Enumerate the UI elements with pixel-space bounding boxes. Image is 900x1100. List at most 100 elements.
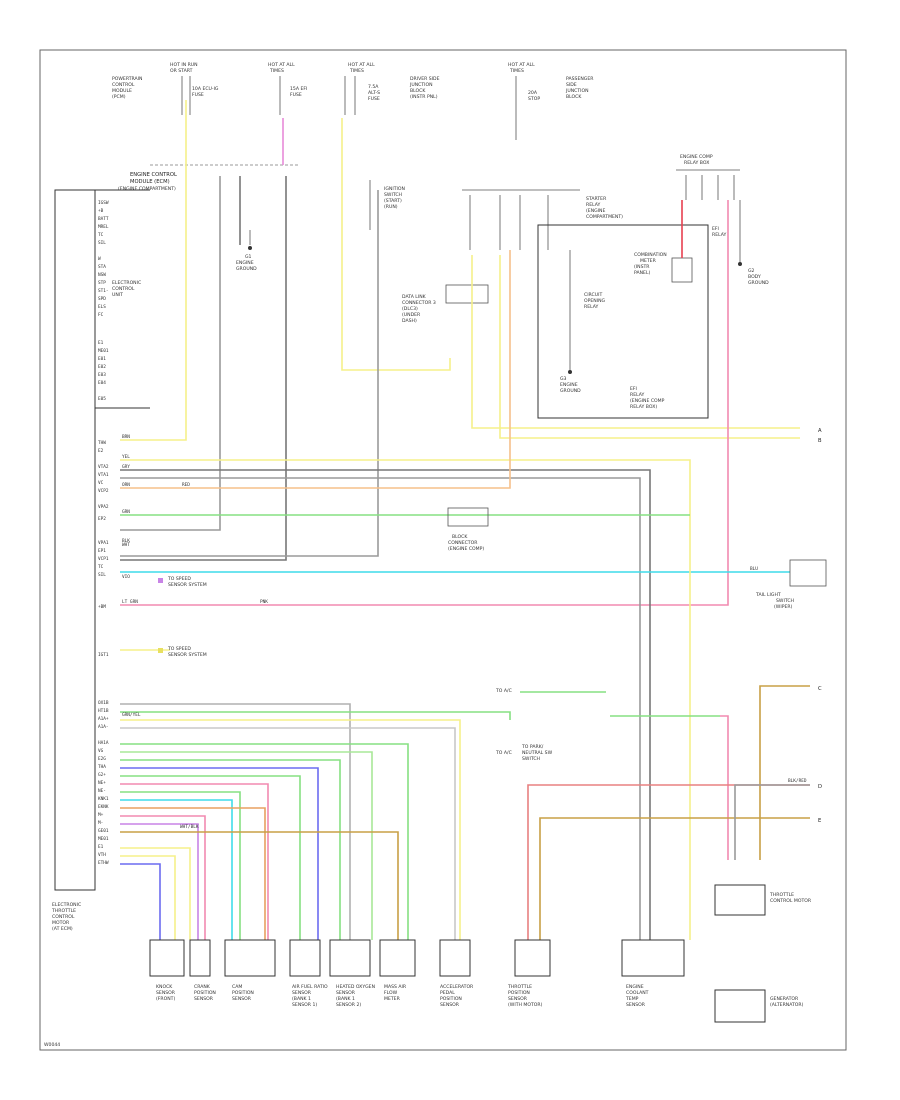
side-tag-c: C xyxy=(818,686,822,692)
svg-text:VTH: VTH xyxy=(98,852,106,858)
svg-text:A1A-: A1A- xyxy=(98,724,109,730)
sensor-crank-box xyxy=(189,939,211,977)
wire-blue-ethw xyxy=(120,863,161,940)
tail-light-l1: SWITCH xyxy=(776,598,794,604)
ecm-upper-pins: IGSW +B BATT MREL TC SIL W STA NSW STP S… xyxy=(98,200,109,402)
svg-text:PASSENGER: PASSENGER xyxy=(566,76,594,82)
fuse-block-l1: RELAY BOX xyxy=(684,160,709,166)
svg-text:E03: E03 xyxy=(98,372,106,378)
svg-text:SENSOR SYSTEM: SENSOR SYSTEM xyxy=(168,652,207,658)
svg-text:ENGINE: ENGINE xyxy=(560,382,578,388)
wire-yellow-ethw2 xyxy=(120,855,176,940)
svg-text:TO A/C: TO A/C xyxy=(495,688,512,694)
svg-text:E1: E1 xyxy=(98,844,104,850)
svg-text:VCP1: VCP1 xyxy=(98,556,109,562)
sensor-0-l2: (FRONT) xyxy=(156,996,175,1002)
ground-2-l1: BODY xyxy=(748,274,761,280)
left-note-l1: CONTROL xyxy=(112,82,135,88)
wire-yellow-a1a xyxy=(120,719,461,940)
wire-yellow-right xyxy=(471,255,800,429)
sensor-4-l1: SENSOR xyxy=(336,990,356,996)
ecm-pin-notes: TO SPEED SENSOR SYSTEM TO SPEED SENSOR S… xyxy=(158,576,207,658)
tail-light-l0: TAIL LIGHT xyxy=(755,592,781,598)
svg-text:KNK1: KNK1 xyxy=(98,796,109,802)
sensor-generator xyxy=(714,989,766,1023)
top-fuse-3-l0: HOT AT ALL xyxy=(348,62,375,68)
fuse-block-l0: ENGINE COMP xyxy=(680,154,713,160)
svg-text:(ENGINE COMP: (ENGINE COMP xyxy=(630,398,665,404)
top-fuse-3-l4: FUSE xyxy=(368,96,380,102)
svg-text:VG: VG xyxy=(98,748,104,754)
ground-1-l2: GROUND xyxy=(236,266,257,272)
sensor-4-l2: (BANK 1 xyxy=(336,996,355,1002)
wl-gry: GRY xyxy=(122,464,130,470)
svg-text:E2G: E2G xyxy=(98,756,106,762)
wire-yellow-right-2 xyxy=(499,255,800,439)
starter-relay-l1: RELAY xyxy=(586,202,601,208)
side-tag-d: D xyxy=(818,784,822,790)
side-tag-a: A xyxy=(818,428,822,434)
top-fuse-3-l3: ALT-S xyxy=(368,90,380,96)
svg-text:TC: TC xyxy=(98,564,104,570)
svg-text:E04: E04 xyxy=(98,380,106,386)
wire-gray-sil-2 xyxy=(120,477,641,940)
svg-text:A1A+: A1A+ xyxy=(98,716,109,722)
data-link-note: DATA LINK CONNECTOR 3 (DLC3) (UNDER DASH… xyxy=(402,294,436,324)
ecm-header: ENGINE CONTROL MODULE (ECM) (ENGINE COMP… xyxy=(118,172,177,192)
top-fuse-2: HOT AT ALL TIMES 15A EFI FUSE xyxy=(268,62,307,115)
wl-yel: YEL xyxy=(122,454,130,460)
sensor-6-l0: ACCELERATOR xyxy=(440,984,474,990)
diagram-border xyxy=(39,49,847,1051)
svg-text:OX1B: OX1B xyxy=(98,700,109,706)
wire-color-labels: BRN YEL RED GRY ORN GRN WHT BLU PNK LT G… xyxy=(122,434,807,830)
svg-text:E1: E1 xyxy=(98,340,104,346)
svg-text:FC: FC xyxy=(98,312,104,318)
left-ecm-l0: ELECTRONIC xyxy=(112,280,141,286)
wire-lightgreen-e2g xyxy=(120,759,341,940)
generator-l1: (ALTERNATOR) xyxy=(770,1002,804,1008)
svg-text:ELECTRONIC: ELECTRONIC xyxy=(52,902,81,908)
wl-brn: BRN xyxy=(122,434,130,440)
wl-ltgrn: LT GRN xyxy=(122,599,138,605)
ground-symbol-1: G1 ENGINE GROUND xyxy=(236,230,257,272)
wire-green-ne2 xyxy=(120,791,241,940)
combo-meter-l1: METER xyxy=(640,258,657,264)
side-tags: A B C D E xyxy=(818,428,822,824)
svg-text:SIDE: SIDE xyxy=(566,82,577,88)
svg-text:CONTROL: CONTROL xyxy=(52,914,75,920)
left-note-l3: (PCM) xyxy=(112,94,126,100)
svg-text:ME01: ME01 xyxy=(98,348,109,354)
sensor-6-l3: SENSOR xyxy=(440,1002,460,1008)
svg-text:E05: E05 xyxy=(98,396,106,402)
top-fuse-3-l1: TIMES xyxy=(349,68,364,74)
svg-text:+BM: +BM xyxy=(98,604,106,610)
svg-text:CONTROL MOTOR: CONTROL MOTOR xyxy=(770,898,812,904)
data-link-l0: DATA LINK xyxy=(402,294,427,300)
wl-red: RED xyxy=(182,482,190,488)
top-fuse-2-l0: HOT AT ALL xyxy=(268,62,295,68)
svg-text:TC: TC xyxy=(98,232,104,238)
wire-tan-app xyxy=(759,685,810,860)
wire-gray-ecm-1 xyxy=(120,176,221,531)
svg-text:EP1: EP1 xyxy=(98,548,106,554)
svg-text:MREL: MREL xyxy=(98,224,109,230)
svg-text:HT1B: HT1B xyxy=(98,708,109,714)
wire-yellow-ecu-ig xyxy=(120,100,187,441)
svg-text:BATT: BATT xyxy=(98,216,109,222)
svg-text:W: W xyxy=(98,256,101,262)
sensor-7-l2: SENSOR xyxy=(508,996,528,1002)
sensor-cam-box xyxy=(224,939,276,977)
wire-tan-tps xyxy=(539,817,810,940)
wire-blue-tha xyxy=(120,767,319,940)
sensor-3-l2: (BANK 1 xyxy=(292,996,311,1002)
svg-text:TO SPEED: TO SPEED xyxy=(167,646,191,652)
sensor-1-l0: CRANK xyxy=(194,984,211,990)
data-link-l2: (DLC3) xyxy=(402,306,418,312)
wl-blk: BLK xyxy=(122,538,130,544)
sensor-labels: KNOCK SENSOR (FRONT) CRANK POSITION SENS… xyxy=(156,892,812,1008)
wire-violet-m2 xyxy=(120,823,199,940)
sensor-throttle-motor xyxy=(714,884,766,916)
svg-text:EP2: EP2 xyxy=(98,516,106,522)
transmission-l1: NEUTRAL SW xyxy=(522,750,553,756)
circuit-relay-box xyxy=(537,224,709,419)
